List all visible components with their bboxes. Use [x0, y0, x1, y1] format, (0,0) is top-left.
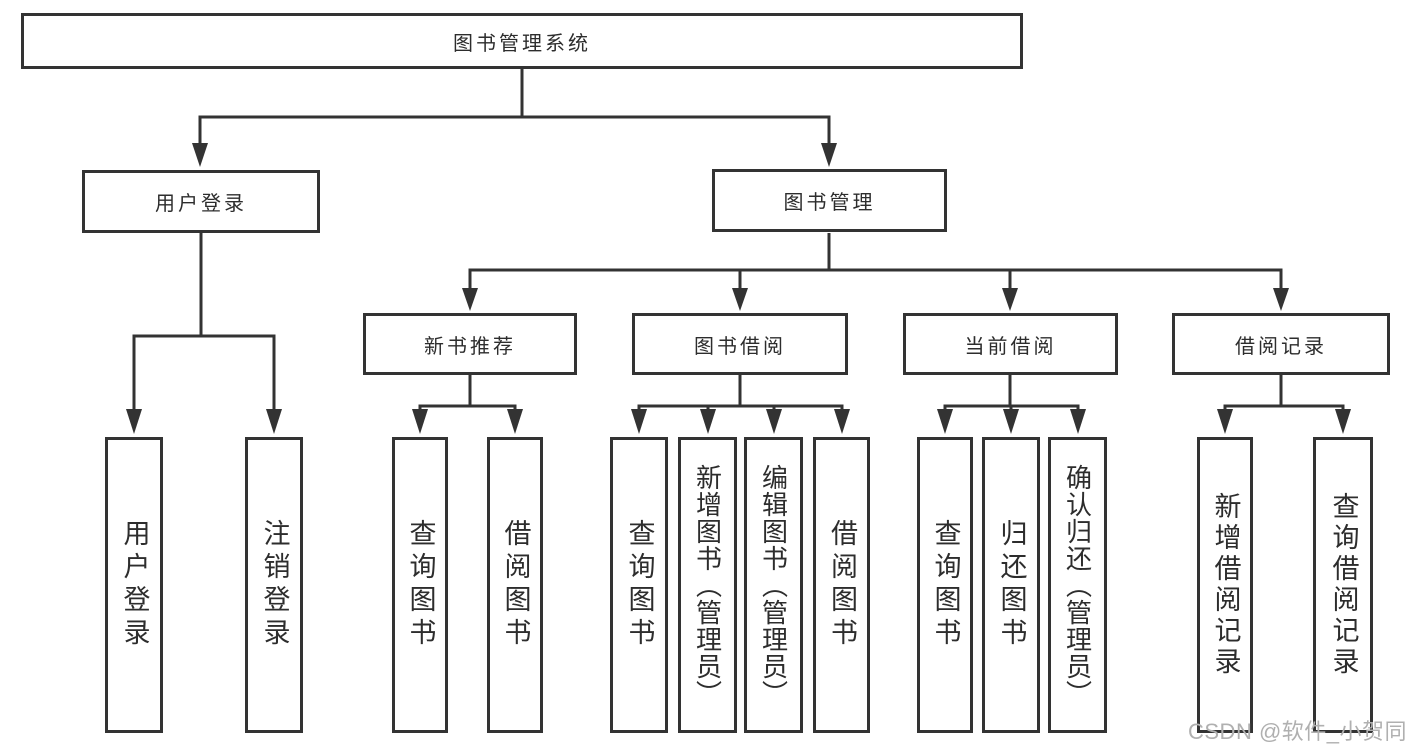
connector-book-borrowing-children: [631, 375, 850, 434]
connector-current-borrowing-children: [937, 375, 1086, 434]
leaf-recommend-borrow-books: 借阅图书: [487, 437, 543, 733]
leaf-records-add-record-label: 新增借阅记录: [1210, 492, 1241, 678]
leaf-borrow-edit-books: 编辑图书（管理员）: [744, 437, 803, 733]
node-book-borrowing-label: 图书借阅: [694, 335, 786, 358]
leaf-current-return-books: 归还图书: [982, 437, 1040, 733]
node-root-library-system: 图书管理系统: [21, 13, 1023, 69]
connector-book-management-children: [462, 233, 1289, 311]
node-current-borrowing: 当前借阅: [903, 313, 1118, 375]
leaf-current-confirm-return: 确认归还（管理员）: [1048, 437, 1107, 733]
node-book-borrowing: 图书借阅: [632, 313, 848, 375]
node-user-login: 用户登录: [82, 170, 320, 233]
connector-borrowing-records-children: [1217, 375, 1351, 434]
connector-root-to-level2: [192, 69, 837, 167]
node-current-borrowing-label: 当前借阅: [964, 335, 1057, 358]
node-user-login-label: 用户登录: [155, 193, 247, 215]
node-new-book-recommend-label: 新书推荐: [424, 335, 516, 358]
leaf-borrow-add-books-label: 新增图书（管理员）: [692, 463, 723, 707]
node-book-management-label: 图书管理: [783, 192, 876, 214]
node-borrowing-records-label: 借阅记录: [1235, 335, 1327, 358]
leaf-records-add-record: 新增借阅记录: [1197, 437, 1253, 733]
leaf-borrow-borrow-books: 借阅图书: [813, 437, 870, 733]
leaf-records-query-record: 查询借阅记录: [1313, 437, 1373, 733]
leaf-recommend-borrow-books-label: 借阅图书: [500, 519, 531, 651]
leaf-borrow-add-books: 新增图书（管理员）: [678, 437, 737, 733]
leaf-borrow-query-books: 查询图书: [610, 437, 668, 733]
leaf-recommend-query-books: 查询图书: [392, 437, 448, 733]
node-book-management: 图书管理: [712, 169, 947, 232]
leaf-borrow-borrow-books-label: 借阅图书: [827, 519, 857, 651]
leaf-recommend-query-books-label: 查询图书: [405, 519, 436, 651]
leaf-borrow-query-books-label: 查询图书: [624, 519, 655, 651]
leaf-logout: 注销登录: [245, 437, 303, 733]
leaf-records-query-record-label: 查询借阅记录: [1328, 492, 1359, 678]
node-new-book-recommend: 新书推荐: [363, 313, 577, 375]
csdn-watermark: CSDN @软件_小贺同学: [1188, 719, 1405, 744]
leaf-user-login: 用户登录: [105, 437, 163, 733]
connector-new-book-recommend-children: [412, 375, 523, 434]
leaf-borrow-edit-books-label: 编辑图书（管理员）: [758, 463, 789, 707]
leaf-current-query-books-label: 查询图书: [930, 519, 961, 651]
leaf-current-query-books: 查询图书: [917, 437, 973, 733]
leaf-user-login-label: 用户登录: [119, 519, 150, 651]
node-borrowing-records: 借阅记录: [1172, 313, 1390, 375]
leaf-current-confirm-return-label: 确认归还（管理员）: [1062, 463, 1093, 707]
leaf-logout-label: 注销登录: [259, 519, 290, 651]
node-root-label: 图书管理系统: [453, 32, 591, 55]
connector-user-login-children: [126, 233, 282, 434]
leaf-current-return-books-label: 归还图书: [996, 519, 1027, 651]
